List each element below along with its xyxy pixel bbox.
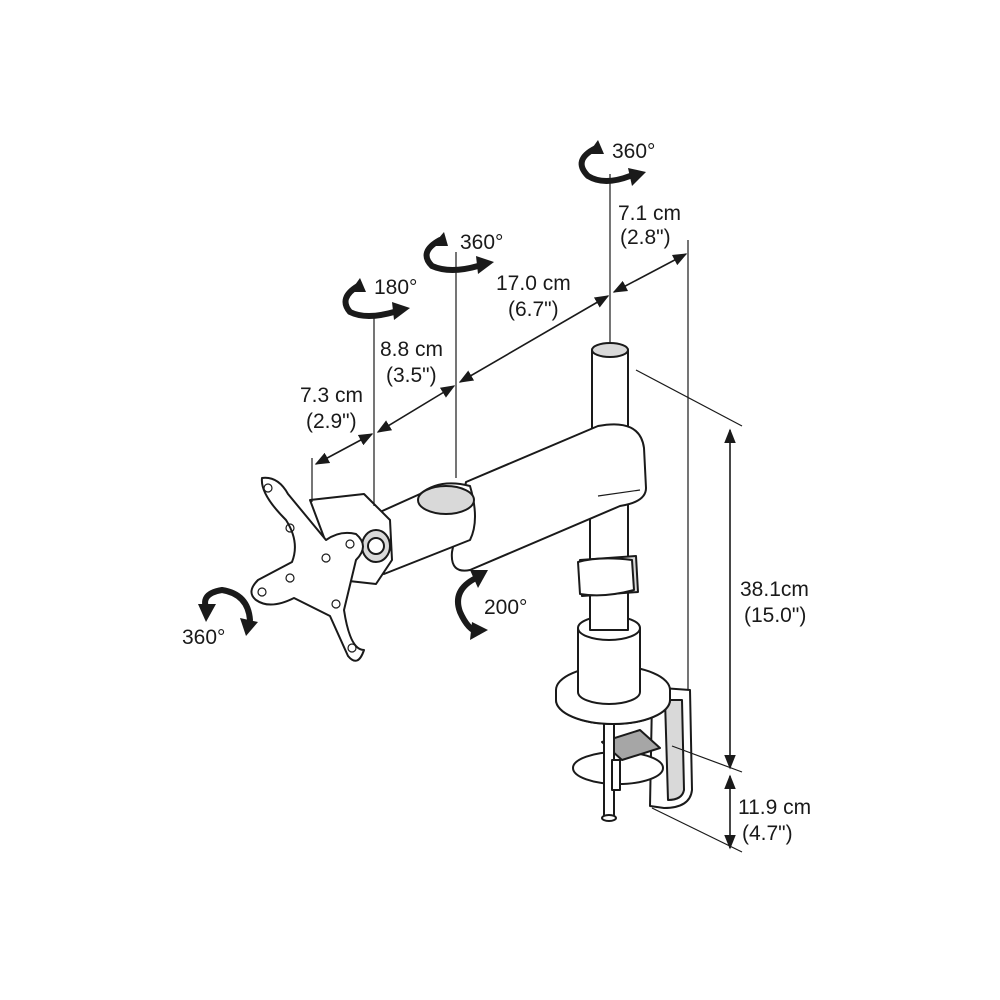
dim-pole-height-metric: 38.1cm — [740, 578, 809, 601]
dim-arm-length-metric: 17.0 cm — [496, 272, 571, 295]
dim-pole-offset-metric: 7.1 cm — [618, 202, 681, 225]
dim-head-length-imperial: (2.9") — [306, 410, 357, 433]
rotation-label-top-pole: 360° — [612, 140, 655, 163]
dim-pole-height-imperial: (15.0") — [744, 604, 806, 627]
rotation-label-vesa-plate: 360° — [182, 626, 225, 649]
dim-arm-length-imperial: (6.7") — [508, 298, 559, 321]
dim-clamp-height-imperial: (4.7") — [742, 822, 793, 845]
rotation-icon-vesa-plate: 360° — [182, 586, 258, 649]
rotation-label-arm-joint: 360° — [460, 231, 503, 254]
rotation-icon-top-pole: 360° — [578, 140, 655, 186]
dimension-lines — [311, 174, 743, 853]
rotation-icon-tilt-joint: 180° — [342, 276, 417, 320]
dim-forearm-length-imperial: (3.5") — [386, 364, 437, 387]
dim-head-length-metric: 7.3 cm — [300, 384, 363, 407]
rotation-label-elbow: 200° — [484, 596, 527, 619]
rotation-label-tilt-joint: 180° — [374, 276, 417, 299]
rotation-icon-elbow: 200° — [455, 570, 527, 640]
vesa-plate — [250, 476, 365, 662]
support-pole — [577, 342, 641, 705]
main-arm — [379, 423, 647, 575]
dim-forearm-length-metric: 8.8 cm — [380, 338, 443, 361]
monitor-arm-illustration — [250, 342, 693, 822]
dim-pole-offset-imperial: (2.8") — [620, 226, 671, 249]
dimension-labels: 7.1 cm (2.8") 17.0 cm (6.7") 8.8 cm (3.5… — [300, 202, 811, 845]
rotation-icon-arm-joint: 360° — [423, 231, 503, 274]
dim-clamp-height-metric: 11.9 cm — [738, 796, 811, 819]
